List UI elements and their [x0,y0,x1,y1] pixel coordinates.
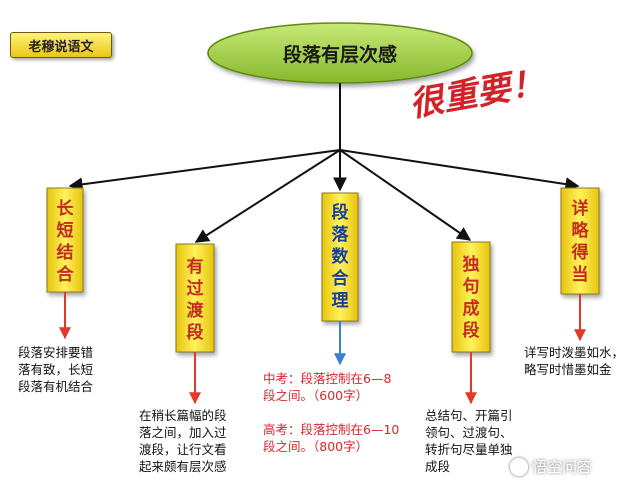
author-tag: 老穆说语文 [10,32,112,58]
note-line: 在稍长篇幅的段 [139,408,227,423]
note-line [263,404,399,421]
note-line: 成段 [425,459,451,474]
note-detail: 详写时泼墨如水， 略写时惜墨如金 [524,344,624,378]
branch-arrow-detail [339,149,580,192]
note-line: 落有致，长短 [18,362,94,377]
branch-label-single: 独句成段 [463,254,480,341]
branch-arrow-transition [194,149,341,243]
note-line: 段之间。（600字） [263,388,369,403]
branch-node-long-short: 长短结合 [46,187,84,293]
branch-label-count: 段落数合理 [332,202,350,311]
note-line: 起来颇有层次感 [139,459,227,474]
branch-node-detail: 详略得当 [560,187,600,295]
branch-label-long-short: 长短结合 [57,198,75,285]
note-single: 总结句、开篇引 领句、过渡句、 转折句尽量单独 成段 [425,407,513,475]
branch-node-count: 段落数合理 [321,192,359,322]
branch-label-detail: 详略得当 [571,198,590,285]
note-line: 段之间。（800字） [263,439,369,454]
note-line: 高考：段落控制在6—10 [263,422,400,437]
note-line: 段落安排要错 [18,345,94,360]
note-count: 中考：段落控制在6—8 段之间。（600字） 高考：段落控制在6—10 段之间。… [263,370,399,455]
title-node: 段落有层次感 [207,22,473,84]
branch-label-transition: 有过渡段 [187,256,205,343]
watermark: 悟空问答 [510,456,592,477]
watermark-logo-icon [510,457,528,476]
branch-node-transition: 有过渡段 [175,243,215,353]
note-long-short: 段落安排要错 落有致，长短 段落有机结合 [18,344,93,395]
note-transition: 在稍长篇幅的段 落之间，加入过 渡段，让行文看 起来颇有层次感 [139,407,227,475]
note-line: 略写时惜墨如金 [524,362,612,377]
note-line: 落之间，加入过 [139,425,227,440]
note-line: 转折句尽量单独 [425,442,513,457]
note-line: 渡段，让行文看 [139,442,227,457]
branch-arrow-long-short [68,149,341,192]
note-line: 中考：段落控制在6—8 [263,371,392,386]
note-line: 领句、过渡句、 [425,425,513,440]
note-line: 段落有机结合 [18,379,94,394]
branch-node-single: 独句成段 [451,241,491,353]
branch-arrow-single [339,149,472,241]
watermark-text: 悟空问答 [532,458,593,476]
title-text: 段落有层次感 [283,43,397,66]
note-line: 总结句、开篇引 [425,408,513,423]
note-line: 详写时泼墨如水， [524,345,625,360]
